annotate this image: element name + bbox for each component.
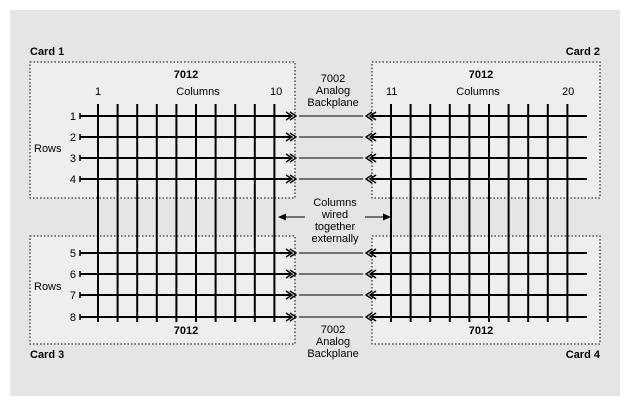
- row-arrow-right-1: [364, 111, 377, 121]
- column-number-10: 10: [270, 86, 282, 98]
- row-arrow-right-6: [364, 269, 377, 279]
- card-3-label: Card 3: [30, 349, 64, 361]
- row-arrow-right-2: [364, 132, 377, 142]
- columns-note-bg: [305, 194, 365, 246]
- row-number-6: 6: [70, 269, 76, 281]
- columns-label-right: Columns: [456, 86, 500, 98]
- row-arrow-left-3: [285, 153, 298, 163]
- row-number-5: 5: [70, 248, 76, 260]
- row-arrow-right-7: [364, 290, 377, 300]
- backplane-top-line-3: Backplane: [307, 97, 358, 109]
- rows-label-top: Rows: [34, 143, 62, 155]
- row-arrow-left-1: [285, 111, 298, 121]
- row-arrow-right-4: [364, 174, 377, 184]
- row-number-8: 8: [70, 312, 76, 324]
- module-label-card-4: 7012: [469, 325, 493, 337]
- columns-label-left: Columns: [176, 86, 220, 98]
- row-number-4: 4: [70, 174, 76, 186]
- row-arrow-left-6: [285, 269, 298, 279]
- row-markers: [79, 111, 377, 322]
- columns-note-line-3: together: [315, 221, 356, 233]
- row-number-2: 2: [70, 132, 76, 144]
- row-arrow-left-2: [285, 132, 298, 142]
- column-number-11: 11: [386, 86, 397, 98]
- card-2-label: Card 2: [566, 46, 600, 58]
- backplane-bottom-line-1: 7002: [321, 324, 345, 336]
- column-number-20: 20: [562, 86, 574, 98]
- module-label-card-3: 7012: [174, 325, 198, 337]
- card-1-label: Card 1: [30, 46, 64, 58]
- row-arrow-right-5: [364, 248, 377, 258]
- columns-note-line-2: wired: [321, 209, 348, 221]
- row-arrow-right-3: [364, 153, 377, 163]
- backplane-bottom-line-3: Backplane: [307, 348, 358, 360]
- backplane-bottom-line-2: Analog: [316, 336, 350, 348]
- card-1-box: [29, 61, 296, 199]
- module-label-card-1: 7012: [174, 69, 198, 81]
- columns-note-line-4: externally: [311, 233, 359, 245]
- row-number-3: 3: [70, 153, 76, 165]
- row-arrow-left-4: [285, 174, 298, 184]
- backplane-top-line-1: 7002: [321, 73, 345, 85]
- card-2-box: [371, 61, 601, 199]
- column-lines: [97, 104, 569, 322]
- row-number-1: 1: [70, 111, 76, 123]
- backplane-top-line-2: Analog: [316, 85, 350, 97]
- columns-note-line-1: Columns: [313, 197, 357, 209]
- row-number-7: 7: [70, 290, 76, 302]
- column-number-1: 1: [95, 86, 101, 98]
- card-4-label: Card 4: [566, 349, 601, 361]
- row-arrow-left-8: [285, 312, 298, 322]
- row-lines: [80, 115, 587, 318]
- row-arrow-left-5: [285, 248, 298, 258]
- rows-label-bottom: Rows: [34, 281, 62, 293]
- row-arrow-left-7: [285, 290, 298, 300]
- module-label-card-2: 7012: [469, 69, 493, 81]
- row-arrow-right-8: [364, 312, 377, 322]
